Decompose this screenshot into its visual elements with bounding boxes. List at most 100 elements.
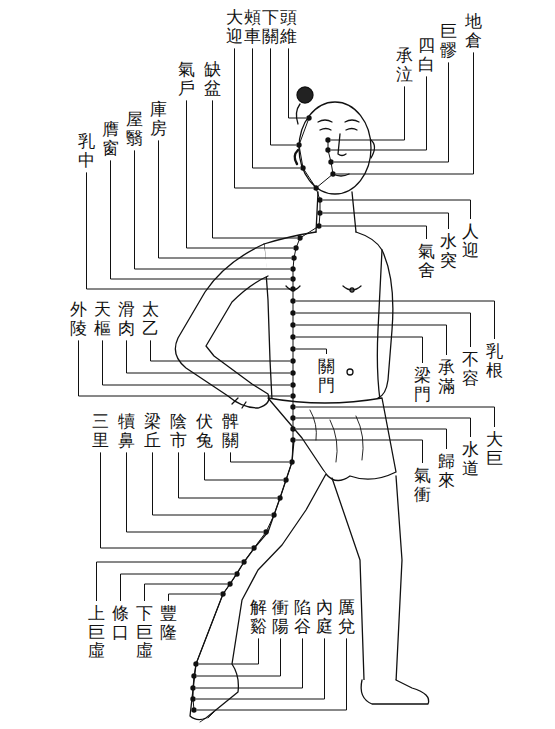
acupoint-dot (317, 197, 322, 202)
leader-line (271, 48, 297, 145)
point-label: 梁門 (414, 366, 431, 403)
leader-line (135, 150, 291, 269)
acupoint-dot (190, 685, 195, 690)
acupoint-dot (289, 459, 294, 464)
point-label: 乳根 (486, 342, 503, 379)
acupoint-dot (241, 559, 246, 564)
leader-line (296, 301, 495, 339)
point-label: 頰車 (244, 8, 261, 45)
acupoint-dot (234, 571, 239, 576)
acupoint-dot (227, 581, 232, 586)
point-label: 頭維 (280, 8, 297, 45)
leader-line (127, 452, 264, 532)
acupoint-dot (290, 286, 295, 291)
acupoint-dot (316, 223, 321, 228)
acupoint-dot (290, 310, 295, 315)
acupoint-dot (277, 495, 282, 500)
point-label: 缺盆 (204, 60, 221, 97)
leader-line (145, 584, 228, 601)
acupoint-dot (290, 276, 295, 281)
point-label: 地倉 (465, 12, 482, 49)
point-label: 巨髎 (440, 22, 457, 59)
leader-line (121, 574, 235, 601)
point-label: 豐隆 (160, 604, 177, 641)
point-label: 衝陽 (272, 598, 289, 635)
acupoint-dot (290, 415, 295, 420)
point-label: 大迎 (226, 8, 243, 45)
leader-line (334, 62, 449, 162)
leader-line (296, 418, 471, 437)
leader-line (196, 638, 325, 699)
point-label: 伏兔 (196, 412, 213, 449)
leader-line (196, 638, 303, 688)
point-label: 內庭 (316, 598, 333, 635)
acupoint-dot (317, 210, 322, 215)
acupoint-dot (290, 404, 295, 409)
leader-line (235, 48, 314, 188)
leader-line (322, 226, 427, 239)
leader-line (323, 213, 449, 229)
point-label: 天樞 (94, 300, 111, 337)
acupoint-dot (290, 334, 295, 339)
point-label: 太乙 (142, 300, 159, 337)
point-label: 條口 (112, 604, 129, 641)
point-label: 膺窗 (102, 120, 119, 157)
point-label: 陷谷 (294, 598, 311, 635)
leader-line (111, 160, 291, 279)
point-label: 承滿 (438, 358, 455, 395)
acupoint-dot (290, 266, 295, 271)
acupoint-dot (330, 171, 335, 176)
leader-line (197, 638, 347, 710)
point-label: 承泣 (396, 46, 413, 83)
point-label: 梁丘 (144, 412, 161, 449)
leader-line (127, 340, 291, 373)
point-label: 滑肉 (118, 300, 135, 337)
point-label: 解谿 (250, 598, 267, 635)
point-label: 髀關 (222, 412, 239, 449)
point-label: 犢鼻 (118, 412, 135, 449)
acupoint-dot (263, 529, 268, 534)
acupoint-dot (191, 673, 196, 678)
acupoint-dot (291, 255, 296, 260)
leader-line (187, 100, 294, 248)
acupoint-dot (290, 426, 295, 431)
point-label: 不容 (462, 350, 479, 387)
point-label: 上巨虛 (88, 604, 105, 660)
point-label: 氣衝 (414, 466, 431, 503)
point-label: 氣舍 (418, 242, 435, 279)
leader-line (296, 337, 423, 363)
point-label: 水突 (440, 232, 457, 269)
leader-line (205, 452, 284, 480)
point-label: 外陵 (70, 300, 87, 337)
point-label: 歸來 (438, 452, 455, 489)
leader-line (231, 452, 290, 462)
leader-line (159, 140, 292, 258)
acupoint-dot (297, 235, 302, 240)
point-label: 水道 (462, 440, 479, 477)
point-label: 關門 (318, 357, 335, 394)
acupoint-dot (325, 137, 330, 142)
leader-line (97, 562, 242, 601)
acupoint-dot (328, 159, 333, 164)
leader-line (296, 349, 327, 354)
point-label: 三里 (92, 412, 109, 449)
leader-line (331, 76, 427, 150)
acupoint-dot (290, 322, 295, 327)
acupoint-dot (325, 147, 330, 152)
acupoint-dot (251, 545, 256, 550)
leader-line (79, 340, 291, 396)
acupoint-dot (290, 358, 295, 363)
acupoint-dot (296, 142, 301, 147)
acupoint-dot (290, 370, 295, 375)
leader-line (169, 594, 221, 601)
acupoint-dot (290, 382, 295, 387)
acupoint-dot (300, 165, 305, 170)
leader-line (296, 313, 471, 347)
leader-line (103, 340, 291, 385)
leader-line (296, 429, 447, 449)
point-label: 四白 (418, 36, 435, 73)
point-label: 下巨虛 (136, 604, 153, 660)
leader-line (253, 48, 301, 168)
acupoint-dot (191, 707, 196, 712)
